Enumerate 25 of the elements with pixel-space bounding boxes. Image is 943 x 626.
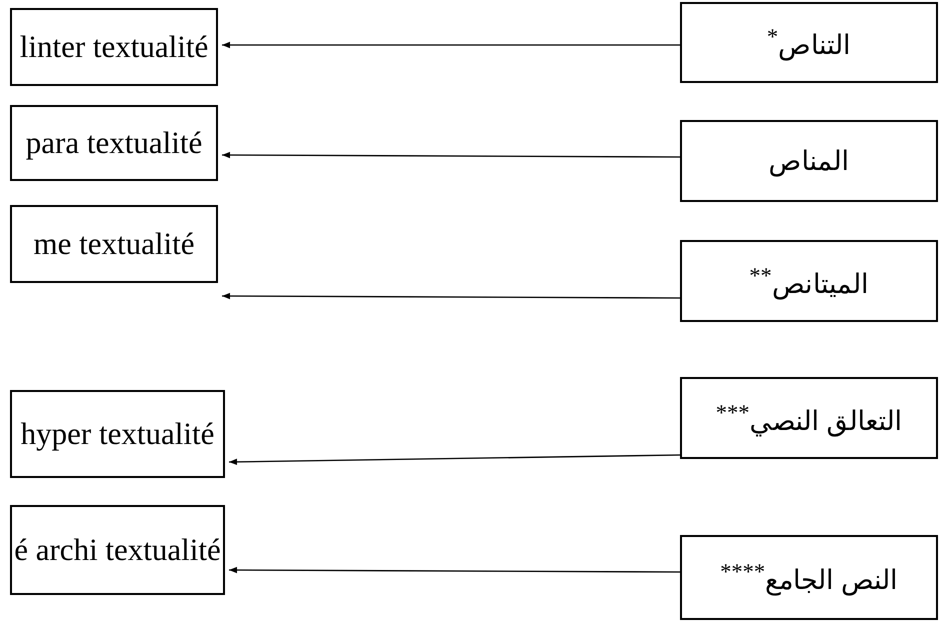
term-text: التعالق النصي$^{***}$ — [716, 400, 902, 436]
arrow — [222, 42, 680, 48]
term-text: الميتانص$^{**}$ — [749, 262, 869, 300]
term-text: para textualité — [26, 125, 202, 161]
term-box — [680, 120, 938, 202]
term-box — [680, 240, 938, 322]
term-box — [10, 505, 225, 595]
term-text: المناص — [768, 145, 850, 177]
term-box — [680, 535, 938, 620]
arrow — [222, 292, 680, 300]
term-text: linter textualité — [20, 29, 208, 65]
arrow — [222, 152, 680, 158]
term-box — [680, 2, 938, 83]
term-text: é archi textualité — [14, 532, 221, 568]
term-box — [680, 377, 938, 459]
term-text: التناص$^{*}$ — [766, 24, 852, 61]
term-text: me textualité — [34, 226, 194, 262]
arrow — [229, 566, 680, 574]
arrow — [228, 454, 680, 466]
term-box — [10, 8, 218, 86]
term-text: hyper textualité — [20, 416, 214, 452]
term-box — [10, 105, 218, 181]
term-box — [10, 205, 218, 283]
term-box — [10, 390, 225, 478]
term-text: النص الجامع$^{****}$ — [720, 559, 898, 596]
